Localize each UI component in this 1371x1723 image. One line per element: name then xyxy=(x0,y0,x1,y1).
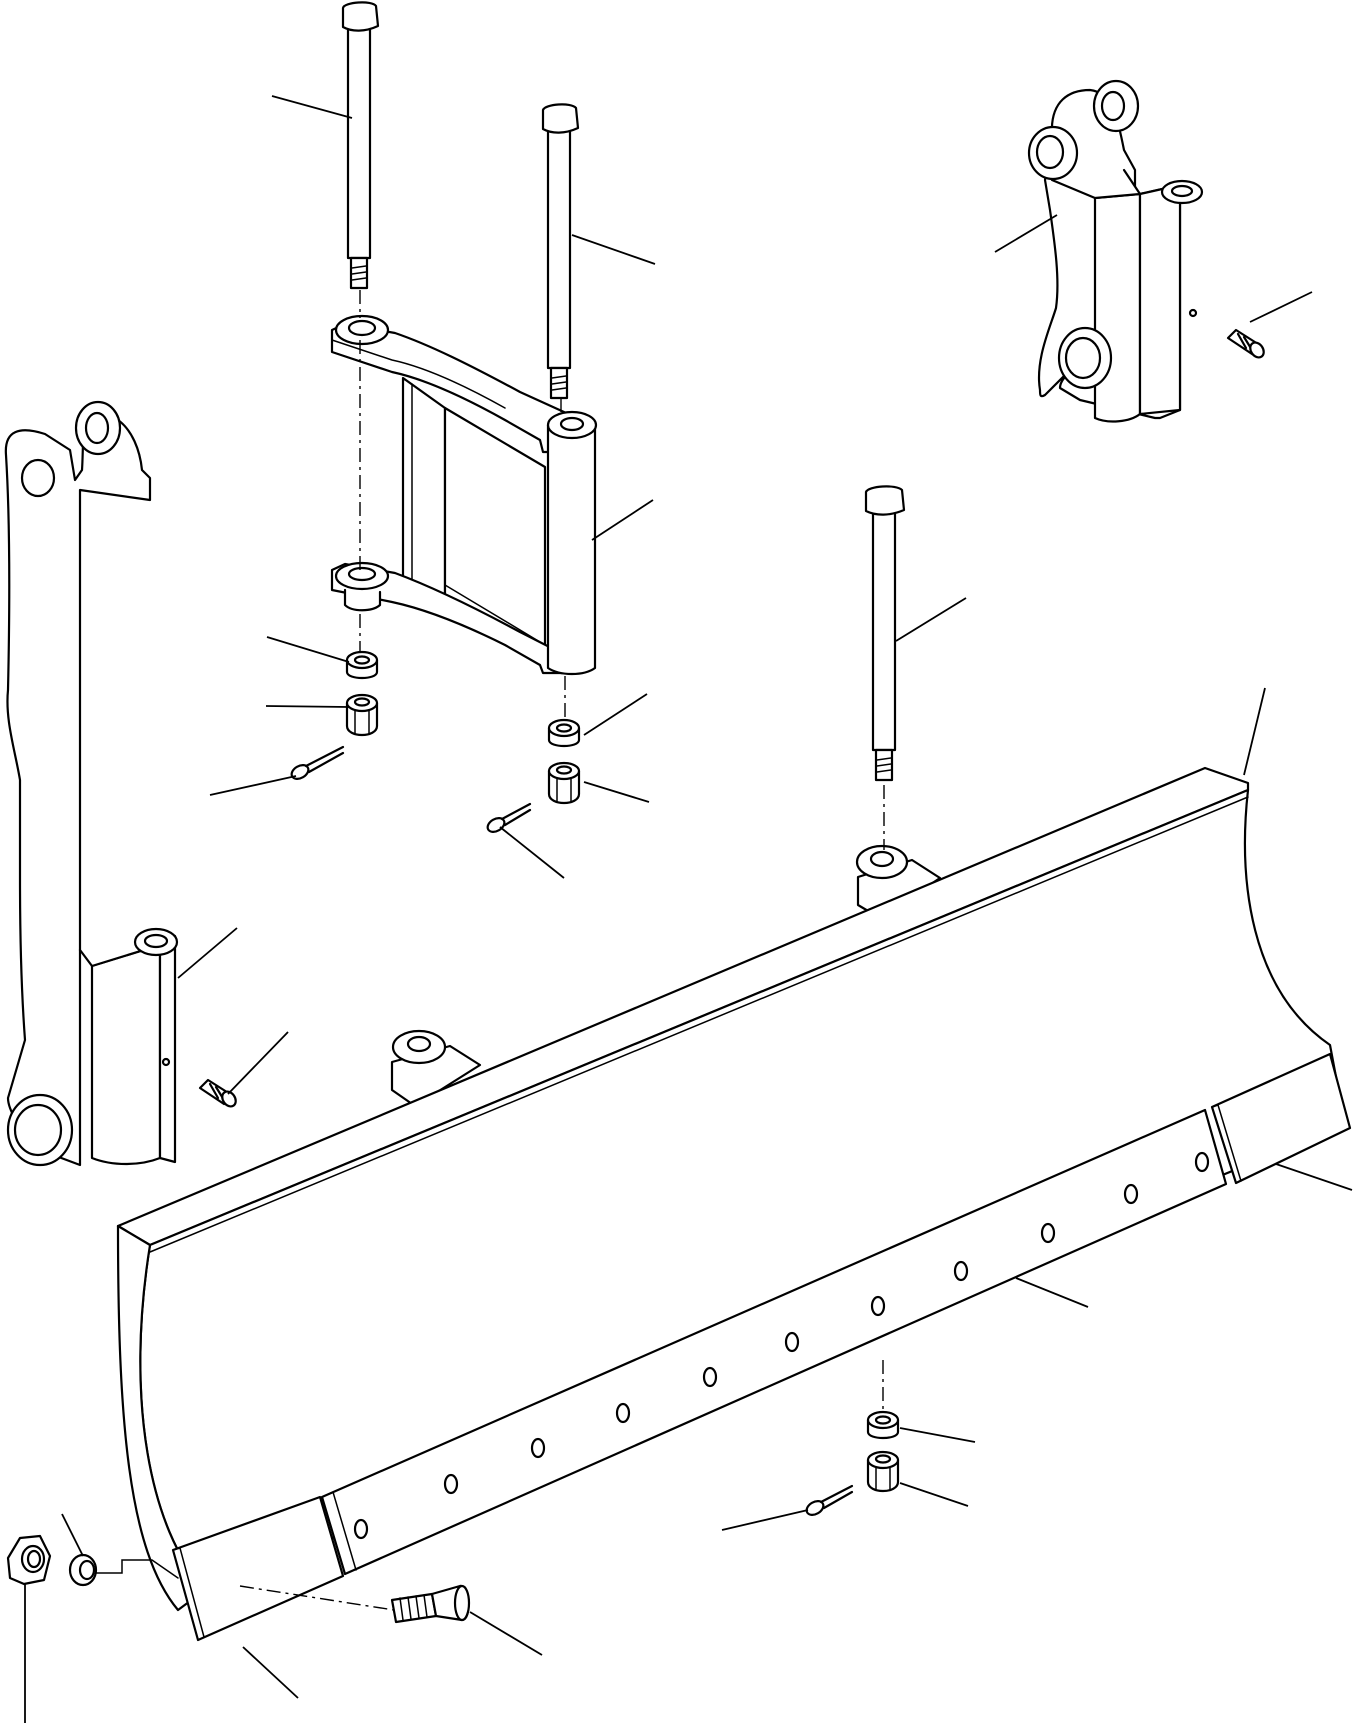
lock-nut xyxy=(866,1450,900,1493)
end-bit-right xyxy=(1210,1052,1352,1185)
bolt-hole xyxy=(1194,1151,1210,1173)
bolt-hole xyxy=(353,1518,369,1540)
washer xyxy=(345,650,379,680)
lock-nut xyxy=(547,761,581,805)
nut xyxy=(6,1534,52,1586)
washer-small xyxy=(68,1553,98,1587)
blade-mount-boss-right xyxy=(855,844,942,920)
pin-top-left xyxy=(341,1,380,290)
pin-bottom-right xyxy=(864,485,906,782)
bolt-hole xyxy=(443,1473,459,1495)
cotter-pin xyxy=(290,745,345,780)
washer xyxy=(547,718,581,748)
plow-bolt xyxy=(390,1584,471,1624)
callout-leaders xyxy=(24,95,1353,1723)
bolt-hole xyxy=(784,1331,800,1353)
cotter-pin xyxy=(805,1484,854,1516)
bolt-hole xyxy=(615,1402,631,1424)
dozer-blade xyxy=(116,766,1347,1612)
bolt-hole xyxy=(702,1366,718,1388)
bolt-hole xyxy=(953,1260,969,1282)
blade-mount-boss-left xyxy=(390,1029,482,1108)
bolt-hole xyxy=(1040,1222,1056,1244)
cotter-pin xyxy=(486,802,532,833)
lock-nut xyxy=(345,693,379,737)
end-bit-left xyxy=(171,1495,345,1642)
arm-bracket-right xyxy=(1027,79,1204,423)
bolt-hole xyxy=(530,1437,546,1459)
arm-bracket-left xyxy=(4,400,179,1167)
pin-top-center xyxy=(541,103,580,400)
grease-fitting-right xyxy=(1226,328,1265,359)
grease-fitting-left xyxy=(198,1078,237,1108)
washer xyxy=(866,1410,900,1440)
bolt-hole xyxy=(1123,1183,1139,1205)
bolt-hole xyxy=(870,1295,886,1317)
trunnion-frame xyxy=(330,314,598,676)
